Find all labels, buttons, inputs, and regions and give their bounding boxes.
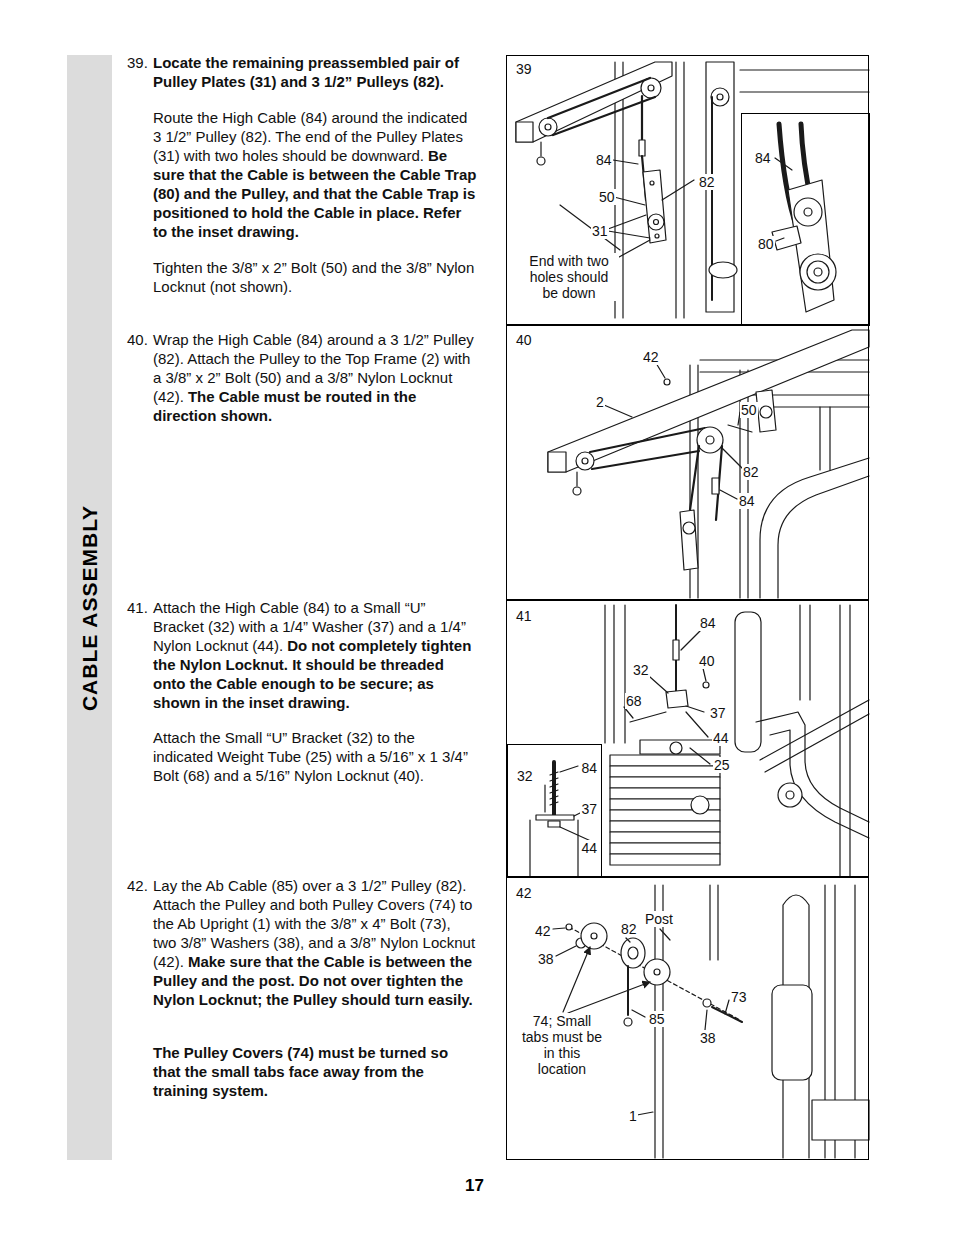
instruction-text: Tighten the 3/8” x 2” Bolt (50) and the … xyxy=(153,259,474,295)
callout-number: 68 xyxy=(625,693,643,709)
callout-number: 82 xyxy=(698,174,716,190)
callout-number: 1 xyxy=(628,1108,638,1124)
warning-text: Locate the remaining preassembled pair o… xyxy=(153,54,459,90)
instruction-paragraph: Lay the Ab Cable (85) over a 3 1/2” Pull… xyxy=(153,876,478,1009)
callout-number: End with two holes should be down xyxy=(519,253,619,301)
callout-number: 25 xyxy=(713,757,731,773)
callout-number: 44 xyxy=(712,730,730,746)
instruction-paragraph: Attach the Small “U” Bracket (32) to the… xyxy=(153,728,478,785)
figure-panel: 32 84 37 44 xyxy=(507,744,602,878)
figure-panel: 42 42 82 Post 38 73 85 38 74; Small tabs must be… xyxy=(506,877,869,1160)
figure-number: 42 xyxy=(515,885,533,901)
callout-number: 44 xyxy=(580,840,598,856)
step-number: 39. xyxy=(127,53,148,72)
figure-panel: 41 84 32 40 68 37 44 25 32 84 37 44 xyxy=(506,600,869,877)
figure-number: 84 xyxy=(754,150,772,166)
warning-text: The Pulley Covers (74) must be turned so… xyxy=(153,1044,448,1099)
figure-number: 39 xyxy=(515,61,533,77)
instruction-text: Route the High Cable (84) around the ind… xyxy=(153,109,467,164)
instruction-paragraph: Attach the High Cable (84) to a Small “U… xyxy=(153,598,478,712)
callout-number: 38 xyxy=(699,1030,717,1046)
callout-number: 80 xyxy=(757,236,775,252)
callout-number: 82 xyxy=(742,464,760,480)
callout-number: 37 xyxy=(580,801,598,817)
callout-number: 84 xyxy=(580,760,598,776)
figure-number: 41 xyxy=(515,608,533,624)
inset-39-art xyxy=(772,124,836,312)
figure-panel: 84 80 xyxy=(741,113,870,326)
callout-number: 82 xyxy=(620,921,638,937)
instruction-paragraph: Locate the remaining preassembled pair o… xyxy=(153,53,478,91)
callout-number: 85 xyxy=(648,1011,666,1027)
callout-number: 38 xyxy=(537,951,555,967)
callout-number: 37 xyxy=(709,705,727,721)
instruction-text: Attach the Small “U” Bracket (32) to the… xyxy=(153,729,468,784)
callout-number: Post xyxy=(644,911,674,927)
callout-number: 73 xyxy=(730,989,748,1005)
instruction-paragraph: Tighten the 3/8” x 2” Bolt (50) and the … xyxy=(153,258,478,296)
warning-text: The Cable must be routed in the directio… xyxy=(153,388,416,424)
callout-number: 50 xyxy=(598,189,616,205)
callout-number: 50 xyxy=(740,402,758,418)
inset-41-art xyxy=(530,762,594,877)
figure-39 xyxy=(516,62,869,318)
figure-number: 40 xyxy=(515,332,533,348)
figure-number: 32 xyxy=(516,768,534,784)
callout-number: 42 xyxy=(642,349,660,365)
page-number: 17 xyxy=(465,1176,484,1196)
callout-number: 31 xyxy=(591,223,609,239)
instruction-paragraph: The Pulley Covers (74) must be turned so… xyxy=(153,1043,478,1100)
step-number: 42. xyxy=(127,876,148,895)
figure-41 xyxy=(605,605,869,877)
figure-panel: 39 84 50 31End with two holes should be dow… xyxy=(506,55,869,325)
callout-number: 42 xyxy=(534,923,552,939)
warning-text: Make sure that the Cable is between the … xyxy=(153,953,473,1008)
callout-number: 40 xyxy=(698,653,716,669)
step-number: 40. xyxy=(127,330,148,349)
callout-number: 84 xyxy=(595,152,613,168)
figure-40 xyxy=(548,330,869,598)
instruction-paragraph: Route the High Cable (84) around the ind… xyxy=(153,108,478,241)
callout-number: 84 xyxy=(738,493,756,509)
callout-number: 2 xyxy=(595,394,605,410)
figure-panel: 40 42 2 50 82 84 xyxy=(506,325,869,600)
callout-number: 84 xyxy=(699,615,717,631)
callout-number: 32 xyxy=(632,662,650,678)
step-number: 41. xyxy=(127,598,148,617)
section-title: CABLE ASSEMBLY xyxy=(78,505,102,711)
callout-number: 74; Small tabs must be in this location xyxy=(517,1013,607,1077)
instruction-paragraph: Wrap the High Cable (84) around a 3 1/2”… xyxy=(153,330,478,425)
